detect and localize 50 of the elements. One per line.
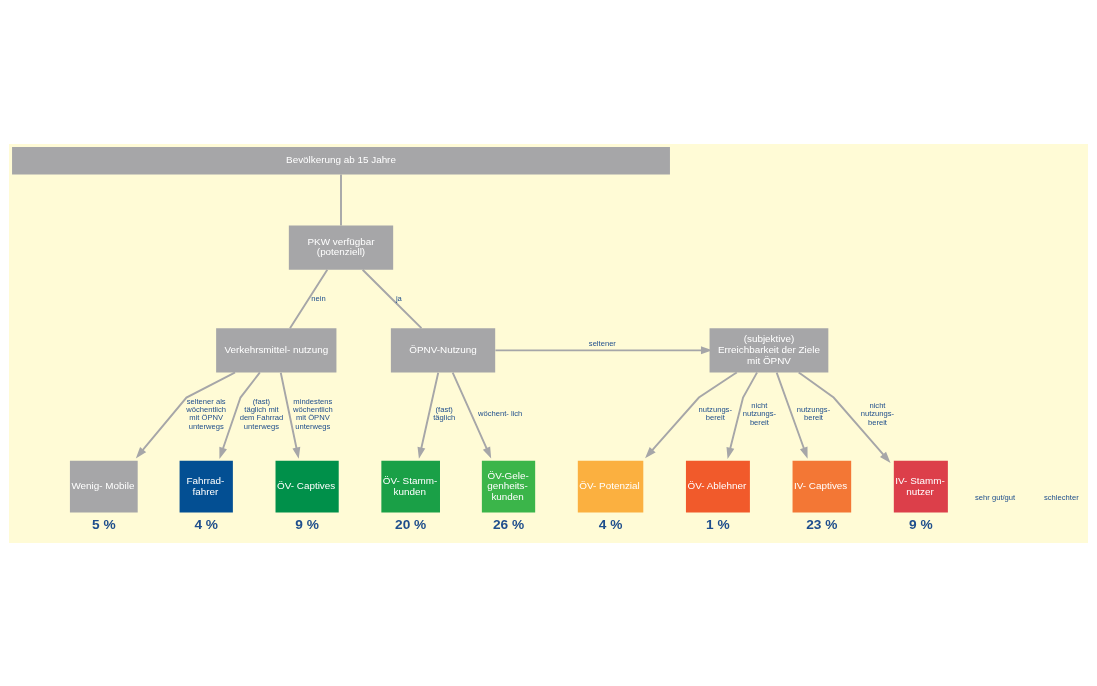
- node-box: Fahrrad- fahrer: [179, 460, 233, 513]
- node-label: 9 %: [909, 516, 933, 532]
- arrow: [279, 371, 301, 459]
- node-label: 5 %: [92, 516, 116, 532]
- edge-label: nutzungs- bereit: [698, 404, 732, 422]
- node-box: ÖV- Ablehner: [685, 460, 750, 513]
- edge-label: nein: [311, 293, 326, 303]
- edge-label: (fast) täglich: [433, 404, 456, 422]
- node-box: ÖV- Potenzial: [577, 460, 644, 513]
- arrow: [135, 371, 236, 458]
- label: schlechter: [1043, 492, 1079, 502]
- node-box: Verkehrsmittel- nutzung: [216, 327, 337, 372]
- edge-label: nutzungs- bereit: [796, 404, 831, 422]
- edge-label: seltener als wöchentlich mit ÖPNV unterwegs: [186, 396, 227, 431]
- edge-label: nicht nutzungs- bereit: [860, 400, 895, 427]
- connector: [361, 268, 423, 329]
- node-label: 1 %: [706, 516, 730, 532]
- node-label: 23 %: [806, 516, 838, 532]
- node-box: ÖV- Stamm- kunden: [381, 460, 440, 513]
- node-label: 20 %: [395, 516, 427, 532]
- node-label: 4 %: [194, 516, 219, 532]
- edge-label: ja: [395, 293, 402, 303]
- node-box: PKW verfügbar (potenziell): [288, 225, 394, 270]
- node-label: 9 %: [295, 516, 319, 532]
- edge-label: mindestens wöchentlich mit ÖPNV unterwegs: [292, 396, 333, 431]
- arrow: [645, 371, 738, 458]
- node-box: ÖPNV-Nutzung: [390, 327, 496, 372]
- arrow: [219, 371, 261, 459]
- node-box: Bevölkerung ab 15 Jahre: [12, 146, 670, 174]
- node-box: ÖV- Captives: [275, 460, 339, 513]
- connector: [340, 173, 342, 226]
- label: sehr gut/gut: [975, 492, 1016, 502]
- node-box: IV- Captives: [792, 460, 852, 513]
- edge-label: wöchent- lich: [477, 408, 523, 418]
- node-box: Wenig- Mobile: [69, 460, 138, 513]
- arrow: [494, 345, 713, 354]
- arrow: [417, 371, 440, 459]
- arrow: [775, 371, 808, 459]
- arrow: [451, 371, 492, 459]
- edge-label: nicht nutzungs- bereit: [742, 400, 777, 427]
- node-box: ÖV-Gele- genheits- kunden: [481, 460, 536, 513]
- arrow: [726, 371, 758, 459]
- node-label: 26 %: [492, 516, 525, 532]
- edge-label: (fast) täglich mit dem Fahrrad unterwegs: [239, 396, 284, 431]
- arrow: [797, 371, 891, 463]
- node-box: (subjektive) Erreichbarkeit der Ziele mit ÖPNV: [709, 327, 829, 372]
- node-label: 4 %: [598, 516, 623, 532]
- connector: [289, 268, 329, 329]
- node-box: IV- Stamm- nutzer: [893, 460, 948, 513]
- edge-label: seltener: [588, 338, 616, 348]
